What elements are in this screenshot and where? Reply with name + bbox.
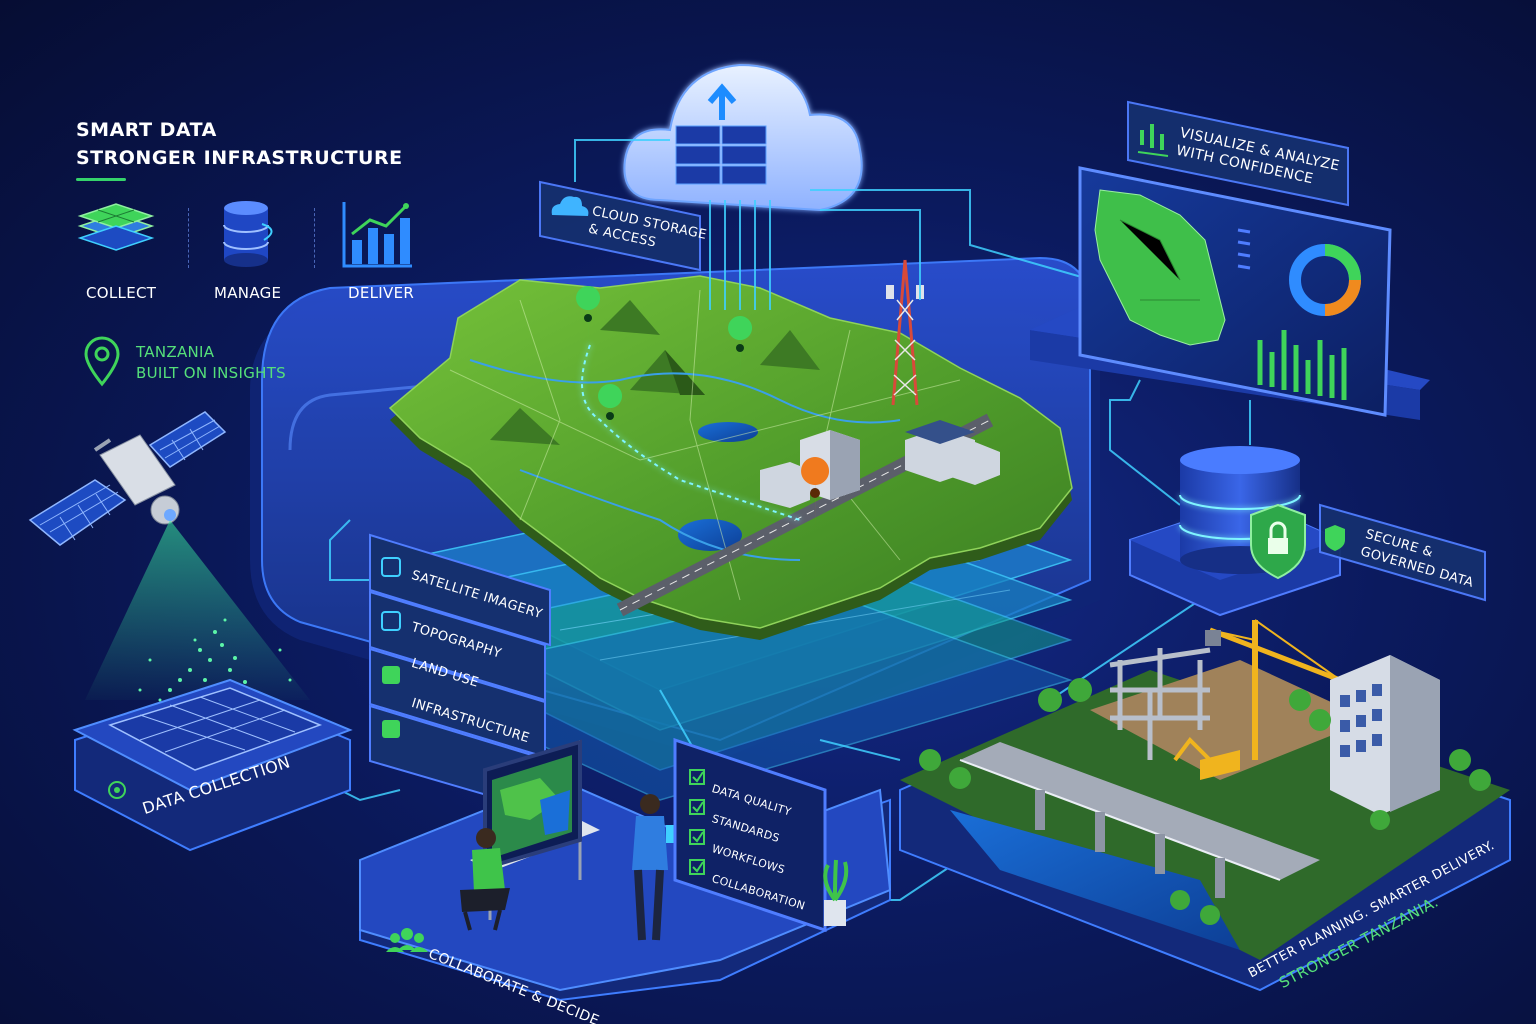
terrain-map (388, 259, 1073, 640)
scan-beam (85, 520, 310, 700)
step-deliver-label: DELIVER (348, 284, 415, 302)
map-pin-green-2 (728, 316, 753, 376)
page-title-line2: STRONGER INFRASTRUCTURE (76, 147, 403, 169)
map-pin-green-1 (576, 286, 601, 346)
step-divider-1 (188, 208, 190, 268)
tanzania-tagline-line1: TANZANIA (136, 343, 215, 361)
step-divider-2 (314, 208, 316, 268)
dashboard-bars (1257, 330, 1347, 400)
map-pin-icon (84, 336, 120, 387)
step-manage-label: MANAGE (214, 284, 282, 302)
layers-icon (77, 203, 155, 251)
city-buildings (760, 420, 1000, 508)
construction-site-platform (899, 619, 1511, 992)
collaborate-platform (359, 737, 892, 1002)
page-title: SMART DATA STRONGER INFRASTRUCTURE (76, 116, 403, 172)
secure-callout-box (1319, 503, 1486, 602)
analytics-dashboard-panel (1030, 166, 1430, 420)
tanzania-tagline-line2: BUILT ON INSIGHTS (136, 364, 286, 382)
title-accent-divider (76, 178, 126, 181)
database-platform (1129, 446, 1341, 617)
shield-lock-icon (1250, 503, 1306, 580)
data-collection-platform (72, 678, 353, 852)
page-title-line1: SMART DATA (76, 119, 217, 141)
cloud-callout-box (539, 180, 701, 272)
tanzania-tagline: TANZANIA BUILT ON INSIGHTS (136, 342, 286, 384)
cloud-storage-icon (623, 63, 863, 212)
database-icon (223, 201, 273, 267)
cell-tower-icon (886, 259, 924, 406)
map-pin-green-3 (598, 384, 623, 444)
checklist-checks (689, 769, 705, 875)
step-collect-label: COLLECT (86, 284, 157, 302)
map-pin-orange (801, 457, 830, 528)
visualize-callout-box (1127, 100, 1349, 207)
satellite-icon (28, 411, 227, 546)
bar-chart-icon (342, 202, 412, 268)
